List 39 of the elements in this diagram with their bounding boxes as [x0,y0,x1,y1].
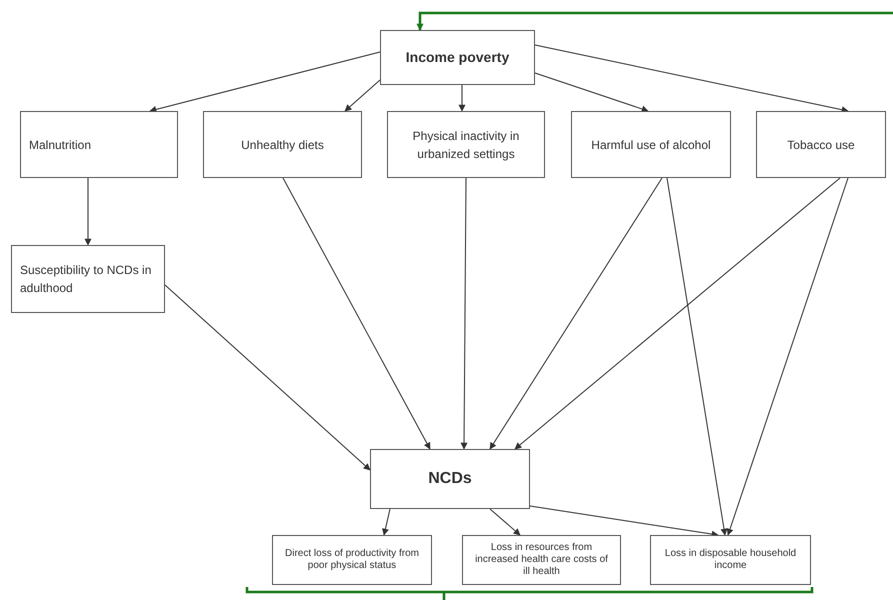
box-label: NCDs [428,469,472,489]
arrow [460,178,468,450]
box-label: Loss in disposable household income [664,548,798,572]
arrow [534,44,849,114]
arrow [458,84,466,112]
box-label: Tobacco use [787,136,855,154]
arrow [514,178,840,450]
text-box [11,245,165,313]
text-box [20,111,178,178]
box-label: Harmful use of alcohol [591,136,711,154]
box-label: Direct loss of productivity from poor physical status [284,548,420,572]
arrow [164,284,371,470]
arrow [534,72,649,112]
text-box [650,535,811,585]
box-label: Unhealthy diets [241,136,324,154]
text-box [203,111,362,178]
arrow [84,178,92,246]
text-box [387,111,545,178]
arrow [149,52,380,113]
text-box [272,535,432,585]
box-label: Income poverty [406,48,510,67]
arrow [344,80,380,112]
box-label: Malnutrition [29,136,92,154]
box-label: Loss in resources from increased health care costs of ill health [474,542,609,578]
arrow [530,506,719,538]
arrow [490,508,521,536]
text-box [462,535,621,585]
text-box [756,111,886,178]
text-box [380,30,535,85]
arrow [490,178,662,450]
arrow [416,12,893,31]
text-box [571,111,731,178]
arrow [666,178,728,536]
arrow [382,508,390,536]
box-label: Susceptibility to NCDs in adulthood [20,262,152,297]
arrow [726,178,848,536]
box-label: Physical inactivity in urbanized settings [412,128,520,162]
text-box [370,449,530,509]
arrow [282,178,430,450]
